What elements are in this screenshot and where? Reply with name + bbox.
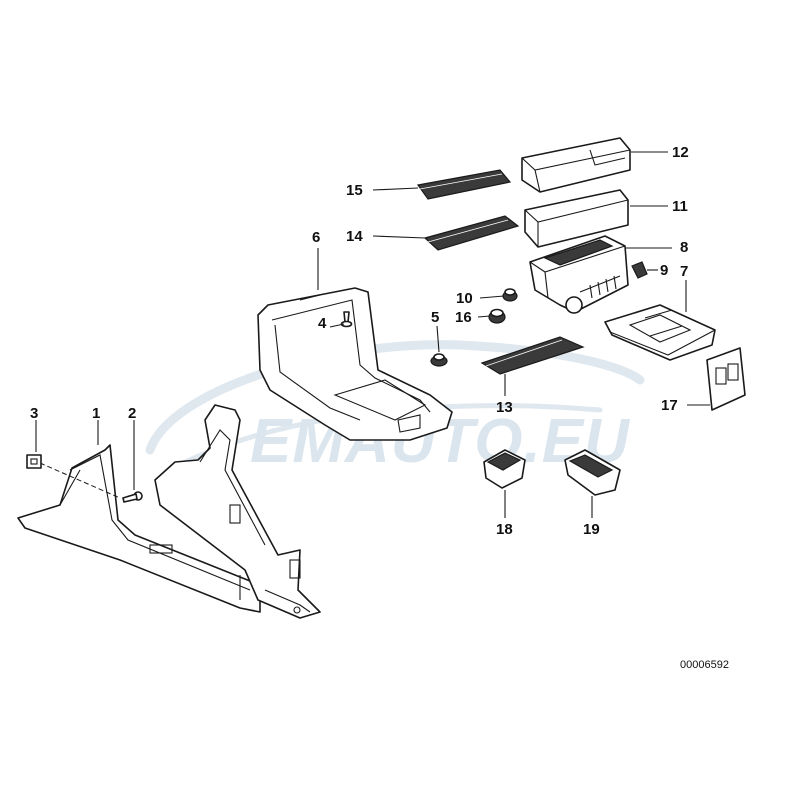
callout-14: 14 (346, 228, 363, 245)
part-3-clip-nut (26, 454, 42, 469)
callout-11: 11 (672, 198, 688, 215)
part-2-screw (39, 462, 143, 503)
part-15-grid-mat (416, 169, 512, 200)
part-12-tray (521, 137, 631, 193)
part-14-grid-mat (423, 215, 520, 251)
callout-15: 15 (346, 182, 363, 199)
callout-7: 7 (680, 263, 688, 280)
part-6-console-trim (257, 287, 453, 441)
callout-2: 2 (128, 405, 136, 422)
callout-3: 3 (30, 405, 38, 422)
part-1-trim-panel (17, 444, 261, 613)
leader-lines (35, 151, 710, 518)
callout-12: 12 (672, 144, 689, 161)
part-17-bracket (706, 347, 746, 411)
callout-1: 1 (92, 405, 100, 422)
callout-5: 5 (431, 309, 439, 326)
callout-18: 18 (496, 521, 513, 538)
callout-9: 9 (660, 262, 668, 279)
callout-4: 4 (318, 315, 327, 332)
part-5-grommet (430, 353, 448, 367)
callout-17: 17 (661, 397, 678, 414)
part-16-bushing (488, 308, 506, 324)
callouts: 1 2 3 4 5 6 7 8 9 10 11 12 13 14 15 16 1… (30, 144, 689, 538)
part-1b-console-side (154, 404, 321, 619)
callout-10: 10 (456, 290, 473, 307)
callout-19: 19 (583, 521, 600, 538)
part-8-housing (529, 235, 629, 314)
callout-6: 6 (312, 229, 320, 246)
part-11-tray (524, 189, 629, 248)
part-7-shift-cover (604, 304, 716, 361)
reference-number: 00006592 (680, 659, 729, 671)
part-10-nut (502, 288, 518, 302)
part-18-cup (483, 449, 526, 489)
callout-13: 13 (496, 399, 513, 416)
part-9-clip (631, 261, 648, 279)
callout-8: 8 (680, 239, 688, 256)
part-13-grid-mat (480, 336, 585, 375)
part-19-tray (564, 449, 621, 496)
callout-16: 16 (455, 309, 472, 326)
